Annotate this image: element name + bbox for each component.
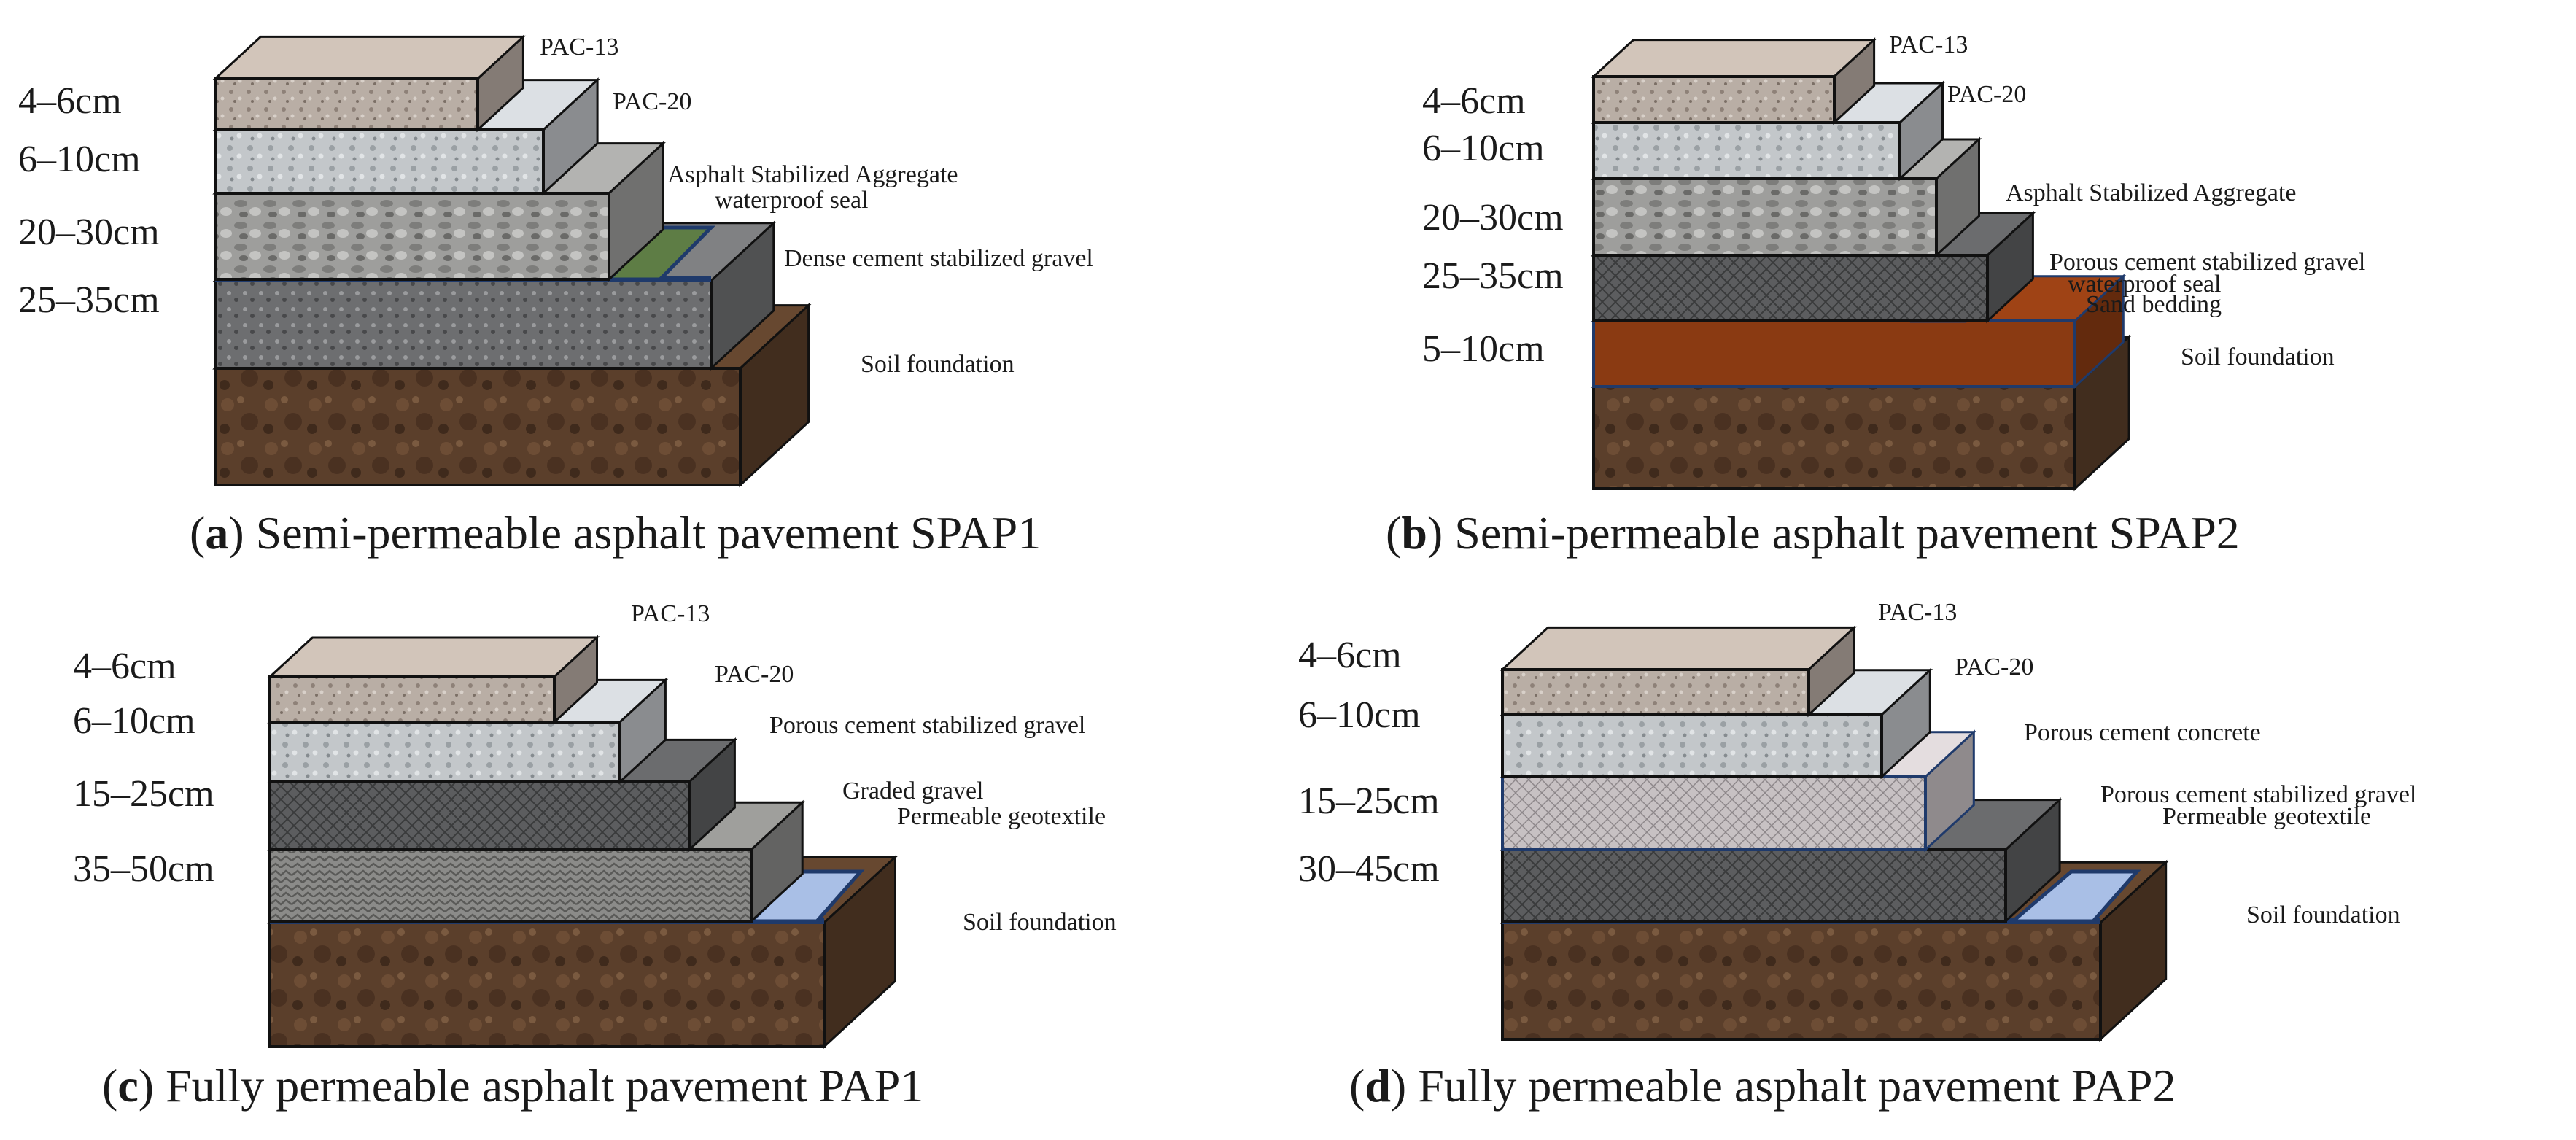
panel-caption: (c) Fully permeable asphalt pavement PAP… [102,1060,923,1112]
thickness-label: 30–45cm [1298,848,1440,890]
pac13-layer [267,635,600,725]
thickness-label: 15–25cm [1298,780,1440,822]
layer-label: Asphalt Stabilized Aggregate [667,161,958,188]
panel-caption-text: Fully permeable asphalt pavement PAP2 [1418,1060,2176,1112]
layer-label: Asphalt Stabilized Aggregate [2006,179,2296,206]
pac13-layer [1500,624,1858,718]
panel-caption-text: Semi-permeable asphalt pavement SPAP1 [256,507,1041,559]
panel-c: 4–6cm 6–10cm 15–25cm 35–50cm PAC-13PAC-20Por… [73,600,1117,1112]
panel-caption: (b) Semi-permeable asphalt pavement SPAP… [1386,507,2240,559]
panel-letter: a [205,507,228,559]
layer-label: Soil foundation [2181,344,2335,371]
layer-label: Porous cement concrete [2024,719,2261,746]
panel-caption: (d) Fully permeable asphalt pavement PAP… [1349,1060,2176,1112]
thickness-label: 6–10cm [1298,694,1421,736]
layer-label: PAC-13 [631,600,710,627]
layer-label: Soil foundation [963,909,1117,936]
layer-label: Dense cement stabilized gravel [784,245,1093,272]
thickness-label: 6–10cm [18,139,141,180]
pac13-layer [212,34,527,133]
pac13-layer [1591,37,1877,125]
layer-label: Porous cement stabilized gravel [2049,249,2365,276]
layer-label: Porous cement stabilized gravel [769,712,1085,739]
panel-caption-text: Fully permeable asphalt pavement PAP1 [166,1060,923,1112]
layer-label: Graded gravel [842,778,984,804]
layer-label: waterproof seal [715,187,869,214]
layer-label: PAC-13 [1878,599,1957,626]
panel-b: 4–6cm 6–10cm 20–30cm 25–35cm 5–10cm PAC-13PAC… [1386,31,2365,559]
thickness-label: 35–50cm [73,848,214,890]
thickness-label: 5–10cm [1422,328,1545,370]
layer-label: PAC-20 [613,88,691,115]
panel-d: 4–6cm 6–10cm 15–25cm 30–45cm PAC-13PAC-20Por… [1298,599,2416,1112]
panel-letter: d [1365,1060,1391,1112]
thickness-label: 6–10cm [73,700,195,742]
thickness-label: 20–30cm [1422,197,1564,239]
thickness-label: 25–35cm [18,279,160,321]
panel-caption-text: Semi-permeable asphalt pavement SPAP2 [1454,507,2240,559]
layer-label: PAC-13 [540,34,618,61]
layer-label: Soil foundation [861,351,1015,378]
thickness-label: 4–6cm [1422,80,1526,122]
layer-label: PAC-20 [1955,654,2033,680]
thickness-label: 20–30cm [18,212,160,253]
layer-label: PAC-20 [1947,81,2026,108]
thickness-label: 4–6cm [73,645,176,687]
thickness-label: 25–35cm [1422,255,1564,297]
layer-label: Soil foundation [2246,901,2400,928]
layer-label: Permeable geotextile [897,803,1106,830]
thickness-label: 6–10cm [1422,128,1545,169]
layer-label: Permeable geotextile [2162,803,2371,830]
layer-label: waterproof seal [2068,271,2222,298]
thickness-label: 15–25cm [73,773,214,815]
layer-label: Sand bedding [2086,291,2222,318]
thickness-label: 4–6cm [18,80,122,122]
panel-a: 4–6cm 6–10cm 20–30cm 25–35cm PAC-13PAC-20Asp… [18,34,1093,559]
permeable-geotextile-layer [2008,869,2141,923]
layer-label: Porous cement stabilized gravel [2100,781,2416,808]
panel-caption: (a) Semi-permeable asphalt pavement SPAP… [190,507,1041,559]
layer-label: PAC-20 [715,661,794,688]
panel-letter: b [1401,507,1427,559]
panel-letter: c [117,1060,138,1112]
thickness-label: 4–6cm [1298,635,1402,676]
layer-label: PAC-13 [1889,31,1968,58]
